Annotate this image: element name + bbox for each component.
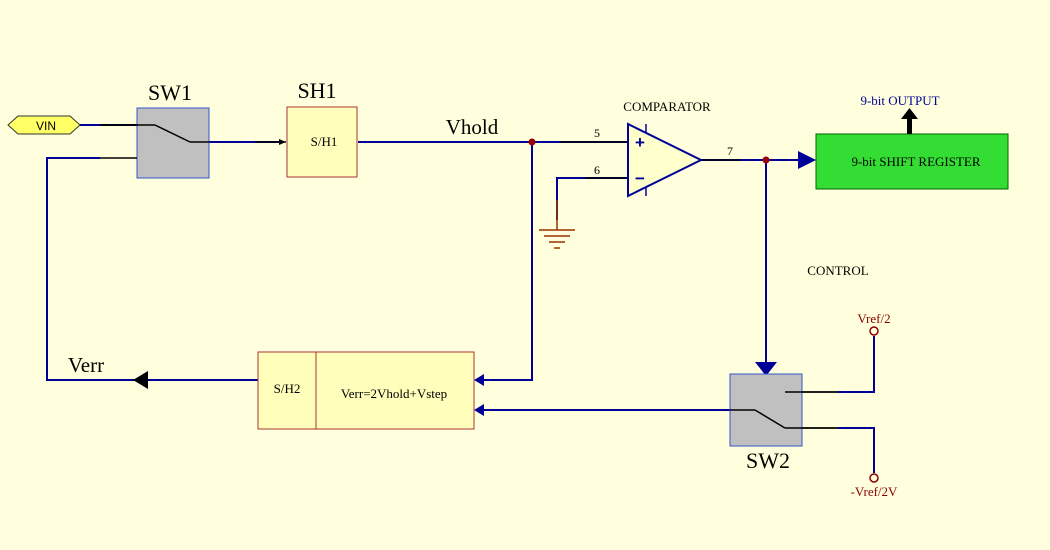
arrow-verr-icon	[133, 371, 148, 389]
sw1-blade	[154, 124, 191, 143]
ground-icon	[539, 200, 575, 249]
arrow-vhold-into-sh2-icon	[474, 374, 484, 386]
vref-pos-label: Vref/2	[857, 311, 890, 326]
wires	[46, 124, 875, 473]
vref-neg-label: -Vref/2V	[851, 484, 898, 499]
sh1-block[interactable]: SH1 S/H1	[286, 78, 358, 178]
sw1-label: SW1	[148, 80, 192, 105]
sw2-switch[interactable]: SW2	[729, 373, 838, 473]
shift-register[interactable]: 9-bit SHIFT REGISTER	[815, 133, 1009, 190]
vref-neg-terminal-icon[interactable]	[869, 473, 879, 483]
sh1-body[interactable]	[286, 106, 358, 178]
sh1-label: SH1	[297, 78, 336, 103]
vin-port-shape[interactable]	[7, 115, 81, 135]
vhold-label: Vhold	[446, 115, 499, 139]
output-arrow-head	[901, 108, 918, 119]
wire-comp-minus	[556, 177, 628, 220]
arrow-sw2-into-sh2-icon	[474, 404, 484, 416]
verr-label: Verr	[68, 353, 104, 377]
output-arrow-icon	[901, 108, 918, 134]
vin-port[interactable]: VIN	[7, 115, 81, 135]
sw2-label: SW2	[746, 448, 790, 473]
comparator-minus: −	[635, 169, 645, 188]
output-junction-dot	[762, 156, 770, 164]
comparator-plus: +	[635, 133, 645, 152]
pin-7-label: 7	[727, 144, 733, 158]
sh2-body[interactable]	[257, 351, 475, 430]
control-label: CONTROL	[807, 263, 868, 278]
sw1-body[interactable]	[136, 107, 210, 179]
wire-vref-neg	[838, 427, 875, 473]
comparator-label: COMPARATOR	[623, 99, 711, 114]
comparator[interactable]: COMPARATOR + − 5 6 7	[594, 99, 733, 198]
wire-vref-pos	[838, 336, 875, 393]
vin-port-label: VIN	[36, 119, 56, 133]
vref-pos-terminal-icon[interactable]	[869, 326, 879, 336]
arrow-into-sw2-icon	[755, 362, 777, 376]
pin-5-label: 5	[594, 126, 600, 140]
output-label: 9-bit OUTPUT	[860, 93, 939, 108]
output-arrow-stem	[907, 118, 912, 134]
arrow-into-sh1-icon	[279, 139, 286, 145]
pin-6-label: 6	[594, 163, 600, 177]
vref-pos-terminal[interactable]: Vref/2	[857, 311, 891, 336]
sw1-switch[interactable]: SW1	[100, 80, 210, 179]
sw2-blade	[754, 409, 786, 429]
arrow-into-register-icon	[798, 151, 816, 169]
wire-vhold-feedback	[484, 142, 533, 381]
vref-neg-terminal[interactable]: -Vref/2V	[851, 473, 898, 499]
comparator-body[interactable]	[627, 122, 704, 198]
sh2-block-text: S/H2	[274, 381, 301, 396]
sh1-block-text: S/H1	[311, 134, 338, 149]
equation-text: Verr=2Vhold+Vstep	[341, 386, 447, 401]
shift-register-label: 9-bit SHIFT REGISTER	[851, 154, 980, 169]
wire-verr-feedback	[46, 157, 148, 381]
sh2-block[interactable]: S/H2 Verr=2Vhold+Vstep	[257, 351, 475, 430]
vhold-junction-dot	[528, 138, 536, 146]
